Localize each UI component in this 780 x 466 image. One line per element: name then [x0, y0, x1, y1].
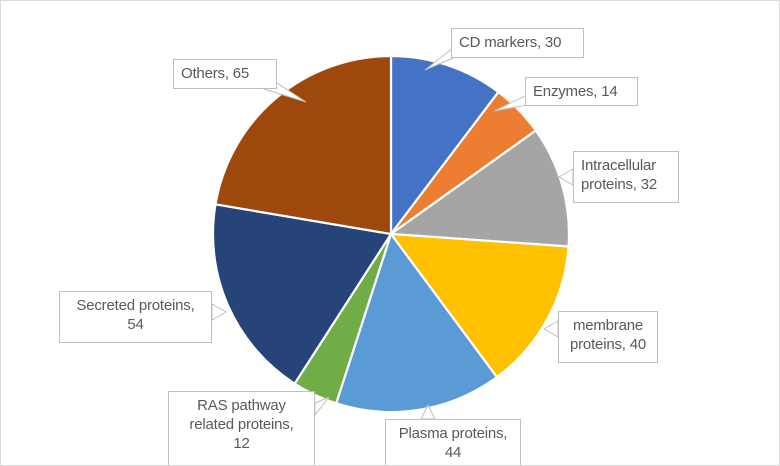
- pie-slice-intracellular-proteins[interactable]: [389, 129, 571, 248]
- leader-ras: [314, 396, 330, 417]
- pie-slice-membrane-proteins[interactable]: [389, 232, 570, 379]
- leader-secreted: [211, 303, 228, 321]
- data-label-ras[interactable]: RAS pathway related proteins, 12: [168, 391, 315, 465]
- pie-slice-group: [211, 54, 571, 414]
- data-label-others[interactable]: Others, 65: [173, 59, 277, 89]
- pie-slice-cd-markers[interactable]: [389, 54, 500, 236]
- data-label-enzymes[interactable]: Enzymes, 14: [525, 77, 638, 106]
- pie-slice-plasma-proteins[interactable]: [335, 232, 498, 414]
- data-label-membrane[interactable]: membrane proteins, 40: [558, 311, 658, 363]
- data-label-secreted[interactable]: Secreted proteins, 54: [59, 291, 212, 343]
- data-label-cd-markers[interactable]: CD markers, 30: [451, 28, 584, 58]
- pie-slice-others[interactable]: [214, 54, 393, 236]
- data-label-intracellular[interactable]: Intracellular proteins, 32: [573, 151, 679, 203]
- pie-slice-secreted-proteins[interactable]: [211, 203, 393, 385]
- data-label-plasma[interactable]: Plasma proteins, 44: [385, 419, 521, 465]
